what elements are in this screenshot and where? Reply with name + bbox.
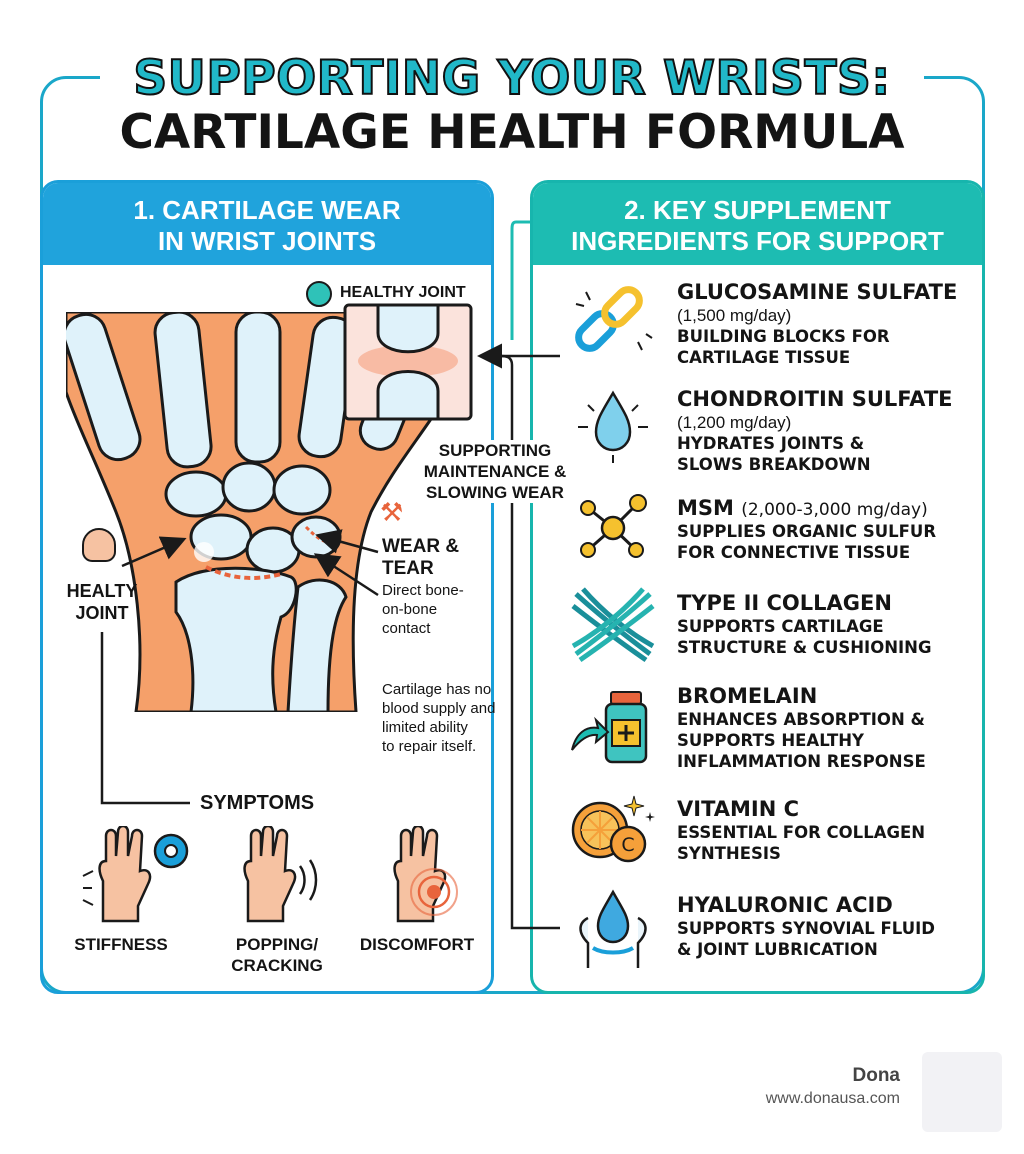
wear-desc-line-1: Direct bone- xyxy=(382,582,464,599)
head-brain-icon xyxy=(82,528,116,562)
ingredient-desc-line-2: SLOWS BREAKDOWN xyxy=(677,455,871,474)
ingredient-desc-line-1: BUILDING BLOCKS FOR xyxy=(677,327,890,346)
ingredient-chondroitin: CHONDROITIN SULFATE (1,200 mg/day) HYDRA… xyxy=(677,387,977,475)
ingredient-desc-line-2: & JOINT LUBRICATION xyxy=(677,940,878,959)
ingredient-glucosamine: GLUCOSAMINE SULFATE (1,500 mg/day) BUILD… xyxy=(677,280,977,368)
cartilage-note-line-3: limited ability xyxy=(382,719,468,736)
ingredient-name: MSM xyxy=(677,496,734,520)
healthy-joint-inset xyxy=(343,303,473,421)
healty-joint-line-2: JOINT xyxy=(75,603,129,623)
ingredient-desc-line-1: ENHANCES ABSORPTION & xyxy=(677,710,925,729)
joint-drop-icon xyxy=(579,889,647,968)
discomfort-hand-icon xyxy=(393,826,458,923)
wear-desc-line-3: contact xyxy=(382,620,431,637)
stiffness-hand-icon xyxy=(82,826,189,923)
wear-title-line-2: TEAR xyxy=(382,558,434,579)
wear-desc-line-2: on-bone xyxy=(382,601,438,618)
wrench-icon: ⚒ xyxy=(380,497,404,527)
page-title: SUPPORTING YOUR WRISTS: CARTILAGE HEALTH… xyxy=(100,51,924,160)
ingredient-desc-line-1: ESSENTIAL FOR COLLAGEN xyxy=(677,823,926,842)
ingredient-desc-line-2: SUPPORTS HEALTHY xyxy=(677,731,864,750)
symptom-discomfort-line-1: DISCOMFORT xyxy=(359,935,475,954)
symptom-popping-label: POPPING/ CRACKING xyxy=(212,934,342,976)
wear-title-line-1: WEAR & xyxy=(382,536,460,557)
ingredient-dose: (2,000-3,000 mg/day) xyxy=(741,500,928,520)
symptom-popping-line-1: POPPING/ xyxy=(235,935,319,954)
brand-url[interactable]: www.donausa.com xyxy=(765,1090,900,1107)
ingredient-desc-line-2: STRUCTURE & CUSHIONING xyxy=(677,638,932,657)
smiley-face-icon xyxy=(306,281,332,307)
left-header-line-2: IN WRIST JOINTS xyxy=(157,226,377,256)
ingredient-desc-line-2: SYNTHESIS xyxy=(677,844,781,863)
ingredient-desc-line-2: FOR CONNECTIVE TISSUE xyxy=(677,543,911,562)
collagen-fibers-icon xyxy=(571,587,655,663)
ingredient-vitamin-c: VITAMIN C ESSENTIAL FOR COLLAGEN SYNTHES… xyxy=(677,797,977,864)
ingredient-type-ii-collagen: TYPE II COLLAGEN SUPPORTS CARTILAGE STRU… xyxy=(677,591,977,658)
ingredient-bromelain: BROMELAIN ENHANCES ABSORPTION & SUPPORTS… xyxy=(677,684,977,772)
wear-tear-title: WEAR & TEAR xyxy=(382,536,459,580)
title-line-1: SUPPORTING YOUR WRISTS: xyxy=(132,51,891,107)
ingredient-desc-line-1: SUPPORTS CARTILAGE xyxy=(677,617,884,636)
supporting-maintenance-callout: SUPPORTING MAINTENANCE & SLOWING WEAR xyxy=(420,440,570,503)
cartilage-note: Cartilage has no blood supply and limite… xyxy=(382,680,495,756)
healty-joint-line-1: HEALTY xyxy=(66,581,138,601)
right-header-line-1: 2. KEY SUPPLEMENT xyxy=(624,195,891,225)
ingredient-dose: (1,200 mg/day) xyxy=(677,413,792,432)
ingredient-msm: MSM (2,000-3,000 mg/day) SUPPLIES ORGANI… xyxy=(677,496,977,563)
molecule-icon xyxy=(580,494,647,558)
ingredient-desc-line-1: HYDRATES JOINTS & xyxy=(677,434,865,453)
ingredient-desc-line-1: SUPPLIES ORGANIC SULFUR xyxy=(677,522,937,541)
symptom-discomfort-label: DISCOMFORT xyxy=(350,934,484,955)
svg-text:C: C xyxy=(621,834,634,856)
ingredient-name: HYALURONIC ACID xyxy=(677,893,893,917)
title-line-2: CARTILAGE HEALTH FORMULA xyxy=(119,105,905,160)
cartilage-wear-panel: 1. CARTILAGE WEAR IN WRIST JOINTS xyxy=(40,180,494,994)
supplement-bottle-icon xyxy=(571,691,648,764)
brand-name: Dona xyxy=(852,1065,901,1086)
ingredient-desc-line-1: SUPPORTS SYNOVIAL FLUID xyxy=(677,919,935,938)
left-header-line-1: 1. CARTILAGE WEAR xyxy=(133,195,401,225)
callout-line-1: SUPPORTING xyxy=(438,441,552,460)
ingredient-desc-line-2: CARTILAGE TISSUE xyxy=(677,348,851,367)
chain-link-icon xyxy=(575,286,653,352)
right-header-line-2: INGREDIENTS FOR SUPPORT xyxy=(571,226,944,256)
cartilage-note-line-2: blood supply and xyxy=(382,700,496,717)
water-drop-icon xyxy=(578,390,648,463)
cartilage-note-line-1: Cartilage has no xyxy=(382,681,492,698)
ingredient-desc-line-3: INFLAMMATION RESPONSE xyxy=(677,752,926,771)
symptoms-title: SYMPTOMS xyxy=(200,792,315,814)
ingredient-name: GLUCOSAMINE SULFATE xyxy=(677,280,958,304)
symptom-popping-line-2: CRACKING xyxy=(231,956,323,975)
right-panel-header: 2. KEY SUPPLEMENT INGREDIENTS FOR SUPPOR… xyxy=(533,183,982,265)
orange-slice-icon: C xyxy=(571,795,655,863)
popping-hand-icon xyxy=(243,826,318,923)
healthy-joint-label: HEALTHY JOINT xyxy=(340,284,466,301)
symptom-stiffness-line-1: STIFFNESS xyxy=(74,935,168,954)
callout-line-3: SLOWING WEAR xyxy=(426,483,564,502)
ingredient-name: TYPE II COLLAGEN xyxy=(677,591,892,615)
wear-tear-description: Direct bone- on-bone contact xyxy=(382,581,464,638)
cartilage-note-line-4: to repair itself. xyxy=(382,738,477,755)
ingredient-name: CHONDROITIN SULFATE xyxy=(677,387,953,411)
callout-line-2: MAINTENANCE & xyxy=(423,462,567,481)
ingredient-hyaluronic-acid: HYALURONIC ACID SUPPORTS SYNOVIAL FLUID … xyxy=(677,893,977,960)
brand-badge xyxy=(922,1052,1002,1132)
ingredient-name: VITAMIN C xyxy=(677,797,800,821)
ingredient-dose: (1,500 mg/day) xyxy=(677,306,792,325)
healty-joint-side-label: HEALTY JOINT xyxy=(62,580,142,624)
brand-block: Dona www.donausa.com xyxy=(700,1064,900,1110)
symptom-stiffness-label: STIFFNESS xyxy=(62,934,180,955)
left-panel-header: 1. CARTILAGE WEAR IN WRIST JOINTS xyxy=(43,183,491,265)
ingredient-name: BROMELAIN xyxy=(677,684,818,708)
